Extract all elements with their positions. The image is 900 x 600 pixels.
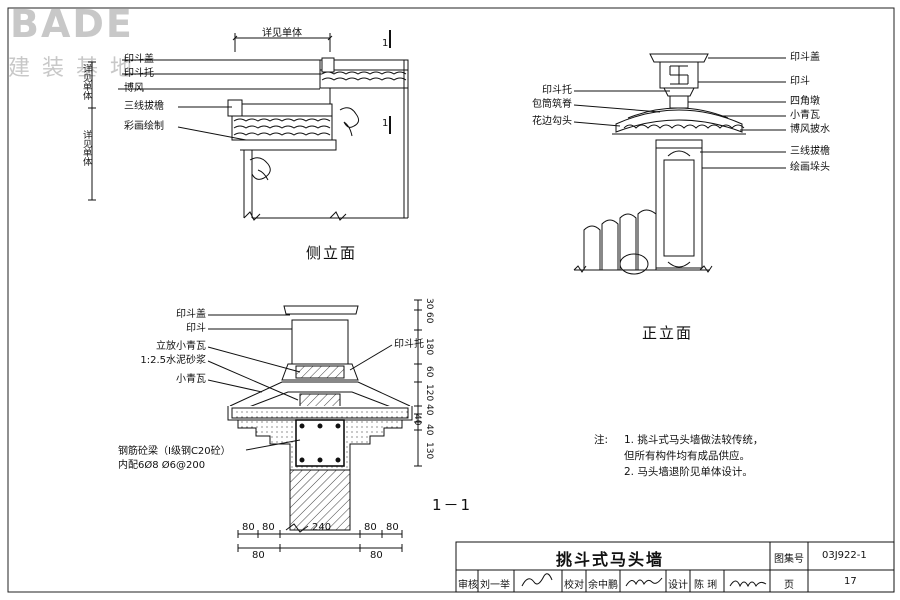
- note-1: 但所有构件均有成品供应。: [624, 450, 750, 462]
- front-label-r6: 绘画垛头: [790, 162, 830, 173]
- front-label-r1: 印斗: [790, 76, 810, 87]
- dim-b3: 80: [364, 522, 377, 533]
- side-top-ref: 详见单体: [262, 28, 302, 39]
- side-section-mark-bottom: 1: [382, 118, 389, 129]
- section-label-l1: 印斗: [186, 323, 206, 334]
- front-elevation-title: 正立面: [642, 324, 694, 342]
- side-label-2: 博风: [124, 83, 144, 94]
- designer-signature: [729, 580, 767, 588]
- side-left-ref-1: 详见单体: [81, 64, 91, 100]
- section-title: 1－1: [432, 496, 473, 514]
- dim-b6: 80: [370, 550, 383, 561]
- atlas-number: 03J922-1: [822, 550, 867, 561]
- note-2: 2. 马头墙退阶见单体设计。: [624, 466, 753, 478]
- notes-heading: 注:: [594, 434, 609, 446]
- front-label-l0: 印斗托: [542, 85, 572, 96]
- dim-b1: 80: [262, 522, 275, 533]
- front-label-l1: 包筒筑脊: [532, 99, 572, 110]
- front-label-r0: 印斗盖: [790, 52, 820, 63]
- side-label-0: 印斗盖: [124, 54, 154, 65]
- front-elevation-drawing: [573, 53, 786, 275]
- dim-r5: 40: [424, 404, 434, 416]
- designer-name: 陈 琍: [694, 580, 718, 591]
- section-label-l2: 立放小青瓦: [156, 341, 206, 352]
- page-number: 17: [844, 576, 857, 587]
- brand-subtitle: 建装基地: [8, 56, 145, 81]
- note-0: 1. 挑斗式马头墙做法较传统，: [624, 434, 764, 446]
- front-label-r4: 博风披水: [790, 124, 830, 135]
- checker-signature: [625, 577, 663, 587]
- front-label-r2: 四角墩: [790, 96, 820, 107]
- side-label-4: 彩画绘制: [124, 121, 164, 132]
- front-label-r5: 三线拔檐: [790, 146, 830, 157]
- atlas-label: 图集号: [774, 554, 804, 565]
- section-label-l4: 小青瓦: [176, 374, 206, 385]
- side-label-3: 三线拔檐: [124, 101, 164, 112]
- front-label-r3: 小青瓦: [790, 110, 820, 121]
- dim-r4: 120: [424, 384, 434, 402]
- dim-r6: 40: [412, 414, 422, 426]
- dim-r3: 60: [424, 366, 434, 378]
- reviewer-signature: [521, 573, 553, 587]
- side-left-ref-2: 详见单体: [81, 130, 91, 166]
- title-block-lines: [455, 541, 895, 593]
- side-elevation-title: 侧立面: [306, 244, 358, 262]
- section-beam-note-1: 钢筋砼梁（I级钢C20砼）: [118, 446, 231, 457]
- page-label: 页: [784, 580, 794, 591]
- dim-r8: 130: [424, 442, 434, 460]
- section-label-l0: 印斗盖: [176, 309, 206, 320]
- dim-b5: 80: [252, 550, 265, 561]
- section-label-l3: 1:2.5水泥砂浆: [140, 355, 206, 366]
- dim-r0: 30: [424, 298, 434, 310]
- dim-b0: 80: [242, 522, 255, 533]
- side-section-mark-top: 1: [382, 38, 389, 49]
- section-beam-note-2: 内配6Ø8 Ø6@200: [118, 460, 206, 471]
- review-label: 审核: [458, 580, 478, 591]
- sheet-frame: [7, 7, 895, 593]
- checker-name: 余中鹏: [588, 580, 618, 591]
- front-label-l2: 花边勾头: [532, 116, 572, 127]
- dim-r2: 180: [424, 338, 434, 356]
- design-label: 设计: [668, 580, 688, 591]
- side-elevation-drawing: [88, 30, 409, 221]
- dim-r7: 40: [424, 424, 434, 436]
- brand-logo: BADE: [10, 2, 134, 46]
- section-drawing: [207, 299, 422, 552]
- dim-b2: 240: [312, 522, 332, 533]
- side-label-1: 印斗托: [124, 68, 154, 79]
- dim-r1: 60: [424, 312, 434, 324]
- dim-b4: 80: [386, 522, 399, 533]
- section-label-right: 印斗托: [394, 339, 424, 350]
- check-label: 校对: [564, 580, 584, 591]
- reviewer-name: 刘一举: [480, 580, 510, 591]
- drawing-title: 挑斗式马头墙: [556, 550, 665, 569]
